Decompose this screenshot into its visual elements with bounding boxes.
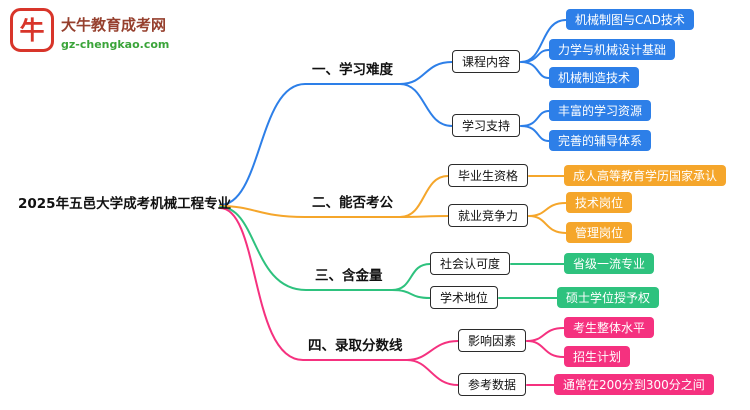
leaf-tutoring-system: 完善的辅导体系: [549, 130, 652, 151]
logo-title: 大牛教育成考网: [61, 15, 167, 34]
leaf-masters-degree-granting: 硕士学位授予权: [557, 287, 660, 308]
subtopic-learning-support: 学习支持: [452, 114, 521, 137]
central-topic: 2025年五邑大学成考机械工程专业: [18, 196, 232, 212]
bull-icon: 牛: [10, 8, 54, 56]
leaf-management-positions: 管理岗位: [566, 222, 633, 243]
subtopic-employment-competitiveness: 就业竞争力: [448, 204, 529, 227]
leaf-nationally-recognized-degree: 成人高等教育学历国家承认: [564, 165, 727, 186]
leaf-cad-technology: 机械制图与CAD技术: [566, 9, 694, 30]
subtopic-course-content: 课程内容: [452, 50, 521, 73]
site-logo: 牛 大牛教育成考网 gz-chengkao.com: [10, 8, 169, 56]
leaf-technical-positions: 技术岗位: [566, 192, 633, 213]
subtopic-reference-data: 参考数据: [458, 373, 527, 396]
branch-1-learning-difficulty: 一、学习难度: [312, 62, 393, 78]
leaf-score-range: 通常在200分到300分之间: [554, 374, 714, 395]
subtopic-social-recognition: 社会认可度: [430, 252, 511, 275]
leaf-candidate-overall-level: 考生整体水平: [564, 317, 655, 338]
leaf-provincial-first-class-major: 省级一流专业: [564, 253, 655, 274]
leaf-mechanics-design-basics: 力学与机械设计基础: [549, 39, 676, 60]
leaf-enrollment-plan: 招生计划: [564, 346, 631, 367]
svg-text:牛: 牛: [19, 16, 44, 45]
leaf-manufacturing-technology: 机械制造技术: [549, 67, 640, 88]
branch-3-value: 三、含金量: [315, 268, 383, 284]
subtopic-influencing-factors: 影响因素: [458, 329, 527, 352]
branch-2-civil-service-eligibility: 二、能否考公: [312, 195, 393, 211]
leaf-learning-resources: 丰富的学习资源: [549, 100, 652, 121]
subtopic-graduate-qualification: 毕业生资格: [448, 164, 529, 187]
logo-subtitle: gz-chengkao.com: [61, 37, 170, 51]
branch-4-admission-score: 四、录取分数线: [308, 338, 403, 354]
branch-4-connectors: [219, 207, 565, 386]
subtopic-academic-status: 学术地位: [430, 286, 499, 309]
